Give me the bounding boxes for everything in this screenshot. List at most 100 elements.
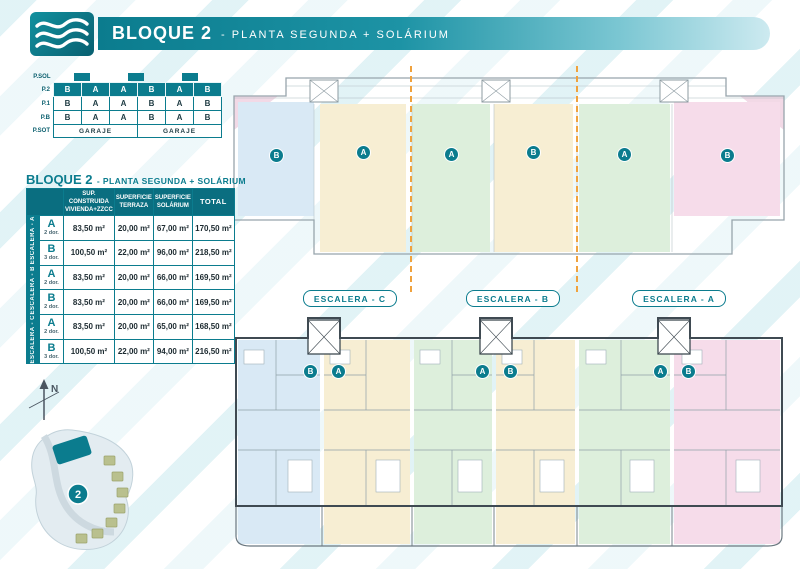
solarium-value: 65,00 m² bbox=[152, 313, 193, 340]
terrace-value: 20,00 m² bbox=[113, 313, 154, 340]
section-divider-dashed-line bbox=[410, 66, 412, 292]
brand-logo bbox=[30, 12, 94, 56]
stair-core-marker bbox=[127, 73, 144, 81]
header-total: TOTAL bbox=[191, 187, 235, 217]
solarium-plan bbox=[233, 77, 785, 255]
header-corner-cell bbox=[26, 187, 64, 217]
unit-badge: B bbox=[303, 364, 318, 379]
section-divider-dashed-line bbox=[576, 66, 578, 292]
unit-badge: B bbox=[526, 145, 541, 160]
unit-badge: B bbox=[503, 364, 518, 379]
title-bar: BLOQUE 2 - PLANTA SEGUNDA + SOLÁRIUM bbox=[98, 17, 770, 50]
escalera-a-plan-label: ESCALERA - A bbox=[632, 290, 726, 307]
terrace-value: 20,00 m² bbox=[113, 215, 154, 241]
site-plan: N 2 bbox=[20, 376, 142, 561]
built-value: 83,50 m² bbox=[63, 264, 115, 291]
page-title: BLOQUE 2 bbox=[112, 23, 213, 43]
areas-table-title-rest: - PLANTA SEGUNDA + SOLÁRIUM bbox=[96, 176, 247, 186]
terrace-value: 22,00 m² bbox=[113, 338, 154, 365]
floor-row-p1: P.1 B A A B A B bbox=[24, 96, 222, 111]
floor-label: P.SOT bbox=[32, 128, 50, 134]
unit-badge: B bbox=[269, 148, 284, 163]
solarium-row bbox=[54, 72, 222, 83]
stair-core-marker bbox=[73, 73, 90, 81]
floor-plan bbox=[235, 317, 783, 547]
terrace-value: 20,00 m² bbox=[113, 289, 154, 315]
section-unit: B bbox=[53, 96, 82, 111]
section-unit: B bbox=[53, 82, 82, 97]
section-unit: A bbox=[109, 110, 138, 125]
section-unit: A bbox=[165, 96, 194, 111]
stair-core-marker bbox=[181, 73, 198, 81]
garage-cell: GARAJE bbox=[53, 124, 138, 138]
solarium-value: 67,00 m² bbox=[152, 215, 193, 241]
escalera-a-row-label: ESCALERA - A bbox=[26, 215, 40, 266]
escalera-b-plan-label: ESCALERA - B bbox=[466, 290, 560, 307]
building-section-diagram: P.SOL P.2 B A A B A B P.1 B A A bbox=[24, 72, 222, 138]
neighbor-buildings bbox=[75, 455, 129, 544]
terrace-value: 20,00 m² bbox=[113, 264, 154, 291]
floor-label: P.B bbox=[40, 114, 50, 121]
section-unit: A bbox=[165, 110, 194, 125]
section-unit: A bbox=[165, 82, 194, 97]
solarium-value: 66,00 m² bbox=[152, 289, 193, 315]
section-unit: B bbox=[193, 96, 222, 111]
floor-label: P.1 bbox=[41, 100, 50, 107]
section-unit: A bbox=[81, 110, 110, 125]
section-unit: B bbox=[193, 82, 222, 97]
built-value: 83,50 m² bbox=[63, 313, 115, 340]
section-unit: B bbox=[53, 110, 82, 125]
bloque-2-building bbox=[52, 435, 92, 465]
total-value: 216,50 m² bbox=[191, 338, 235, 365]
north-arrow-icon: N bbox=[28, 379, 60, 420]
unit-badge: A bbox=[475, 364, 490, 379]
areas-table-title: BLOQUE 2 - PLANTA SEGUNDA + SOLÁRIUM bbox=[26, 171, 246, 189]
section-unit: B bbox=[137, 96, 166, 111]
section-unit: A bbox=[109, 96, 138, 111]
terrace-value: 22,00 m² bbox=[113, 239, 154, 266]
total-value: 218,50 m² bbox=[191, 239, 235, 266]
section-unit: A bbox=[81, 96, 110, 111]
unit-badge: A bbox=[653, 364, 668, 379]
waves-icon bbox=[35, 18, 89, 49]
section-unit: A bbox=[109, 82, 138, 97]
escalera-b-row-label: ESCALERA - B bbox=[26, 264, 40, 315]
built-value: 100,50 m² bbox=[63, 239, 115, 266]
floor-row-p2: P.2 B A A B A B bbox=[24, 82, 222, 97]
section-unit: B bbox=[137, 82, 166, 97]
unit-badge: B bbox=[681, 364, 696, 379]
floor-row-psot: P.SOT GARAJE GARAJE bbox=[24, 124, 222, 138]
built-value: 100,50 m² bbox=[63, 338, 115, 365]
block-number-badge bbox=[67, 483, 89, 505]
section-unit: B bbox=[193, 110, 222, 125]
total-value: 168,50 m² bbox=[191, 313, 235, 340]
total-value: 169,50 m² bbox=[191, 264, 235, 291]
unit-badge: A bbox=[331, 364, 346, 379]
unit-badge: A bbox=[444, 147, 459, 162]
total-value: 170,50 m² bbox=[191, 215, 235, 241]
built-value: 83,50 m² bbox=[63, 289, 115, 315]
section-unit: A bbox=[81, 82, 110, 97]
unit-badge: B bbox=[720, 148, 735, 163]
floor-label: P.2 bbox=[41, 86, 50, 93]
block-number: 2 bbox=[75, 489, 81, 501]
floor-label: P.SOL bbox=[33, 74, 51, 81]
escalera-c-row-label: ESCALERA - C bbox=[26, 313, 40, 365]
north-label: N bbox=[51, 384, 58, 395]
